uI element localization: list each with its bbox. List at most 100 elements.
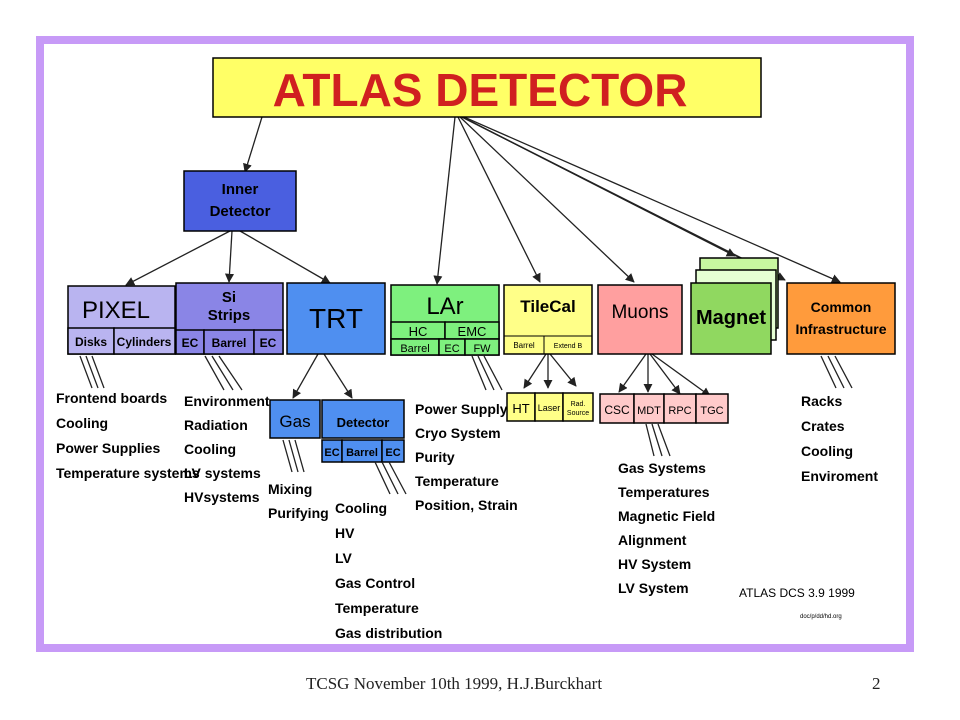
connector-strokes: [79, 355, 853, 495]
tilecal-label: TileCal: [520, 297, 575, 316]
si-ec-cell-1: [175, 329, 205, 355]
list-item-pixel: Temperature systems: [56, 465, 200, 481]
list-item-si: LV systems: [184, 465, 261, 481]
list-item-muons: LV System: [618, 580, 689, 596]
list-item-muons: Alignment: [618, 532, 687, 548]
list-item-muons: Temperatures: [618, 484, 710, 500]
tilecal-box: [503, 284, 593, 355]
list-item-si: Cooling: [184, 441, 236, 457]
pixel-cylinders-label: Cylinders: [117, 335, 172, 349]
muon-rpc-label: RPC: [668, 405, 691, 417]
pixel-disks-cell: [67, 327, 115, 355]
tilecal-extend-label: Extend B: [554, 343, 583, 350]
tilecal-laser-label: Laser: [538, 403, 561, 413]
muon-mdt-label: MDT: [637, 405, 661, 417]
pixel-disks-label: Disks: [75, 335, 107, 349]
list-item-si: Environment: [184, 393, 270, 409]
magnet-label: Magnet: [696, 307, 766, 329]
muons-label: Muons: [611, 302, 668, 323]
list-item-gas: Purifying: [268, 505, 329, 521]
list-item-trt-detector: Gas distribution: [335, 625, 442, 641]
muon-tgc-box: [695, 393, 729, 424]
title-box: [212, 57, 762, 118]
lar-hc-label: HC: [409, 324, 428, 339]
list-item-trt-detector: Gas Control: [335, 575, 415, 591]
lar-fw-cell: [464, 338, 500, 356]
si-ec-cell-2: [253, 329, 284, 355]
tilecal-laser-box: [534, 392, 564, 422]
trt-ec-label-1: EC: [324, 447, 339, 459]
list-item-pixel: Cooling: [56, 415, 108, 431]
list-item-common: Enviroment: [801, 468, 878, 484]
muons-box: [597, 284, 683, 355]
trt-ec-label-2: EC: [385, 447, 400, 459]
trt-detector-box: [321, 399, 405, 439]
list-item-gas: Mixing: [268, 481, 312, 497]
title-arrows: [125, 116, 841, 399]
si-label-line1: Si: [222, 289, 236, 306]
list-item-si: Radiation: [184, 417, 248, 433]
gas-label: Gas: [279, 412, 310, 431]
tilecal-barrel-label: Barrel: [513, 341, 535, 350]
muon-csc-box: [599, 393, 635, 424]
list-item-common: Racks: [801, 393, 842, 409]
list-item-si: HVsystems: [184, 489, 260, 505]
list-item-lar: Power Supply: [415, 401, 508, 417]
inner-detector-box: [183, 170, 297, 232]
si-label-line2: Strips: [208, 307, 251, 324]
muon-tgc-label: TGC: [700, 405, 723, 417]
tilecal-rad-box: [562, 392, 594, 422]
lar-label: LAr: [426, 293, 463, 320]
inner-detector-line2: Detector: [210, 203, 271, 220]
list-item-trt-detector: Cooling: [335, 500, 387, 516]
list-item-pixel: Power Supplies: [56, 440, 160, 456]
list-item-muons: Magnetic Field: [618, 508, 715, 524]
pixel-label: PIXEL: [82, 297, 150, 324]
list-item-common: Cooling: [801, 443, 853, 459]
trt-box: [286, 282, 386, 355]
lar-barrel-label: Barrel: [400, 343, 429, 355]
list-item-lar: Position, Strain: [415, 497, 518, 513]
trt-detector-label: Detector: [337, 415, 390, 430]
list-item-trt-detector: HV: [335, 525, 355, 541]
si-barrel-cell: [203, 329, 255, 355]
tilecal-ht-box: [506, 392, 536, 422]
trt-label: TRT: [309, 303, 363, 334]
tilecal-source-label: Source: [567, 410, 589, 417]
list-item-lar: Purity: [415, 449, 455, 465]
common-box: [786, 282, 896, 355]
tilecal-ht-label: HT: [512, 401, 529, 416]
list-item-lar: Cryo System: [415, 425, 501, 441]
dcs-stamp-subline: doc/p/dd/hd.org: [800, 614, 842, 620]
footer-page-number: 2: [872, 674, 881, 693]
trt-barrel-label: Barrel: [346, 447, 378, 459]
si-barrel-label: Barrel: [212, 336, 247, 350]
muon-rpc-box: [663, 393, 697, 424]
footer-author: TCSG November 10th 1999, H.J.Burckhart: [306, 674, 603, 693]
muon-csc-label: CSC: [604, 403, 630, 417]
si-ec-label-2: EC: [260, 336, 277, 350]
list-item-pixel: Frontend boards: [56, 390, 167, 406]
gas-box: [269, 399, 321, 439]
si-ec-label-1: EC: [182, 336, 199, 350]
pixel-cylinders-cell: [113, 327, 176, 355]
list-item-muons: HV System: [618, 556, 691, 572]
title-text: ATLAS DETECTOR: [273, 64, 688, 116]
tilecal-rad-label: Rad.: [571, 401, 586, 408]
list-item-lar: Temperature: [415, 473, 499, 489]
list-item-muons: Gas Systems: [618, 460, 706, 476]
magnet-box: [690, 282, 772, 355]
trt-ec-cell-2: [381, 439, 405, 463]
dcs-stamp: ATLAS DCS 3.9 1999: [739, 586, 855, 600]
list-item-trt-detector: LV: [335, 550, 353, 566]
lar-fw-label: FW: [473, 343, 491, 355]
lar-ec-label: EC: [444, 343, 459, 355]
lar-emc-label: EMC: [458, 324, 487, 339]
list-item-trt-detector: Temperature: [335, 600, 419, 616]
inner-detector-line1: Inner: [222, 181, 259, 198]
common-line1: Common: [811, 299, 872, 315]
list-item-common: Crates: [801, 418, 845, 434]
common-line2: Infrastructure: [795, 321, 886, 337]
